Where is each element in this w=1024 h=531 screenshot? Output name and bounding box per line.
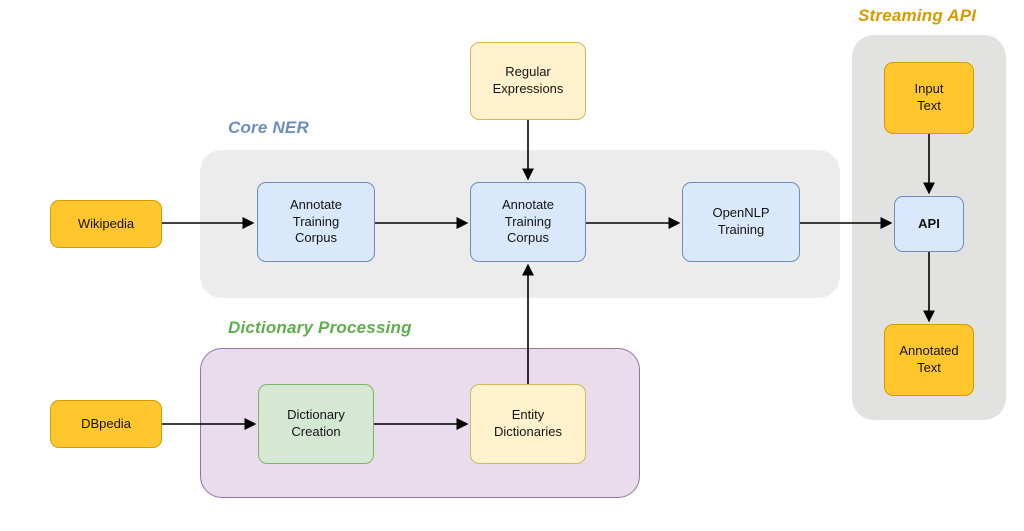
- node-annotated-text-label: Annotated Text: [899, 343, 959, 375]
- group-label-dictionary-processing: Dictionary Processing: [228, 318, 412, 337]
- group-label-streaming-api: Streaming API: [858, 6, 977, 25]
- node-annotate-training-corpus-1-label: Annotate Training Corpus: [289, 196, 343, 246]
- node-input-text: Input Text: [884, 62, 974, 134]
- node-regular-expressions-label: Regular Expressions: [492, 64, 564, 96]
- node-dictionary-creation: Dictionary Creation: [258, 384, 374, 464]
- node-entity-dictionaries: Entity Dictionaries: [470, 384, 586, 464]
- node-api-label: API: [918, 215, 940, 231]
- node-dbpedia: DBpedia: [50, 400, 162, 448]
- node-api: API: [894, 196, 964, 252]
- node-annotate-training-corpus-1: Annotate Training Corpus: [257, 182, 375, 262]
- node-input-text-label: Input Text: [914, 81, 944, 113]
- node-opennlp-training-label: OpenNLP Training: [712, 205, 770, 237]
- node-wikipedia: Wikipedia: [50, 200, 162, 248]
- node-opennlp-training: OpenNLP Training: [682, 182, 800, 262]
- node-annotate-training-corpus-2-label: Annotate Training Corpus: [501, 196, 555, 246]
- node-entity-dictionaries-label: Entity Dictionaries: [494, 407, 562, 439]
- group-label-core-ner: Core NER: [228, 118, 309, 137]
- node-dbpedia-label: DBpedia: [81, 415, 131, 431]
- node-dictionary-creation-label: Dictionary Creation: [287, 407, 345, 439]
- node-wikipedia-label: Wikipedia: [77, 215, 135, 231]
- node-annotate-training-corpus-2: Annotate Training Corpus: [470, 182, 586, 262]
- node-regular-expressions: Regular Expressions: [470, 42, 586, 120]
- node-annotated-text: Annotated Text: [884, 324, 974, 396]
